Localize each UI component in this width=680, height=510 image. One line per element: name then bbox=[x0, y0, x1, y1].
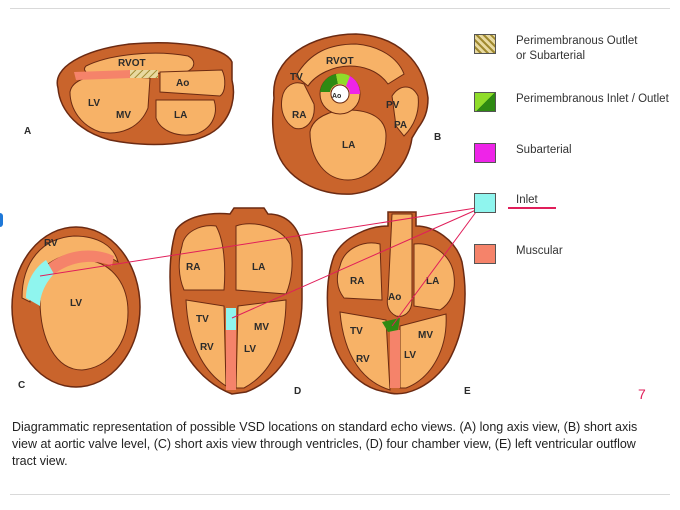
panel-e-rv-label: RV bbox=[356, 354, 370, 365]
legend-swatch-subarterial bbox=[474, 143, 496, 163]
panel-e-ra bbox=[336, 242, 383, 301]
panel-d: D RA LA TV MV RV LV bbox=[169, 207, 303, 397]
panel-d-mv-label: MV bbox=[254, 322, 269, 333]
panel-b-inlet-outlet-vsd-light bbox=[336, 73, 350, 86]
panel-b-letter: B bbox=[434, 132, 441, 143]
panel-e-la bbox=[413, 243, 455, 311]
panel-d-tv-label: TV bbox=[196, 314, 209, 325]
panel-b-la-label: LA bbox=[342, 140, 355, 151]
panel-b-inlet-outlet-vsd bbox=[320, 74, 338, 92]
panel-e-letter: E bbox=[464, 386, 471, 397]
legend-item-subarterial: Subarterial bbox=[474, 143, 572, 163]
panel-d-rv-label: RV bbox=[200, 342, 214, 353]
panel-b-rvot-label: RVOT bbox=[326, 56, 354, 67]
panel-a-muscular-vsd bbox=[74, 70, 130, 80]
panel-e-lv-label: LV bbox=[404, 350, 416, 361]
panel-b-ao-label: Ao bbox=[332, 93, 341, 100]
panel-e-ra-label: RA bbox=[350, 276, 364, 287]
panel-e-mv-label: MV bbox=[418, 330, 433, 341]
top-rule bbox=[10, 8, 670, 9]
panel-d-inlet-vsd bbox=[226, 308, 236, 330]
legend-item-perimembranous-inlet-outlet: Perimembranous Inlet / Outlet bbox=[474, 92, 669, 112]
panel-b-pa-label: PA bbox=[394, 120, 407, 131]
panel-c-letter: C bbox=[18, 380, 25, 391]
legend-swatch-muscular bbox=[474, 244, 496, 264]
legend-label-inlet: Inlet bbox=[516, 194, 538, 206]
legend-swatch-hatched bbox=[474, 34, 496, 54]
figure-caption: Diagrammatic representation of possible … bbox=[12, 420, 638, 468]
panel-a-la bbox=[155, 99, 216, 136]
panel-e-la-label: LA bbox=[426, 276, 439, 287]
panel-e-lv bbox=[399, 313, 447, 389]
panel-b-tv-label: TV bbox=[290, 72, 303, 83]
panel-a: A RVOT Ao LV MV LA bbox=[24, 42, 235, 146]
panel-b-ra bbox=[281, 82, 315, 130]
panel-d-ra bbox=[178, 225, 226, 291]
legend-swatch-inlet bbox=[474, 193, 496, 213]
legend-label-perimembranous-outlet: Perimembranous Outlet or Subarterial bbox=[516, 35, 638, 62]
bottom-rule bbox=[10, 494, 670, 495]
panel-a-letter: A bbox=[24, 126, 31, 137]
vsd-diagram: A RVOT Ao LV MV LA B RVOT TV RA Ao LA PV… bbox=[11, 33, 556, 397]
panel-c-inlet-vsd bbox=[26, 260, 54, 306]
panel-e-ao bbox=[386, 213, 413, 317]
legend-item-perimembranous-outlet: Perimembranous Outlet or Subarterial bbox=[474, 34, 637, 64]
pointer-line-to-e bbox=[391, 211, 477, 327]
legend-item-muscular: Muscular bbox=[474, 244, 563, 264]
legend-label-muscular: Muscular bbox=[516, 245, 563, 257]
panel-a-ao bbox=[159, 69, 226, 97]
panel-d-lv-label: LV bbox=[244, 344, 256, 355]
pointer-line-to-d bbox=[231, 209, 477, 319]
panel-d-la-label: LA bbox=[252, 262, 265, 273]
panel-e-muscular-vsd bbox=[390, 330, 400, 388]
panel-c-muscular-vsd bbox=[46, 250, 114, 276]
panel-e: E RA LA Ao TV MV RV LV bbox=[326, 211, 471, 397]
legend-label-subarterial: Subarterial bbox=[516, 144, 572, 156]
page-number: 7 bbox=[638, 386, 646, 402]
legend-swatch-split bbox=[474, 92, 496, 112]
panel-d-ra-label: RA bbox=[186, 262, 200, 273]
panel-d-lv bbox=[235, 299, 287, 389]
panel-d-muscular-vsd bbox=[226, 330, 236, 390]
panel-b: B RVOT TV RA Ao LA PV PA bbox=[271, 33, 441, 195]
legend-label-perimembranous-inlet-outlet: Perimembranous Inlet / Outlet bbox=[516, 93, 669, 105]
inlet-pointer-lines bbox=[39, 207, 477, 327]
panel-b-ra-label: RA bbox=[292, 110, 306, 121]
panel-b-subarterial-vsd bbox=[346, 76, 361, 94]
legend-item-inlet: Inlet bbox=[474, 193, 538, 213]
panel-c-rv-label: RV bbox=[44, 238, 58, 249]
panel-b-rvot bbox=[295, 43, 405, 87]
panel-c: C RV LV bbox=[11, 226, 141, 391]
panel-a-la-label: LA bbox=[174, 110, 187, 121]
panel-d-rv bbox=[185, 299, 227, 387]
panel-a-ao-label: Ao bbox=[176, 78, 189, 89]
panel-b-pv-label: PV bbox=[386, 100, 400, 111]
pointer-line-to-c bbox=[39, 207, 477, 277]
panel-e-tv-label: TV bbox=[350, 326, 363, 337]
panel-a-mv-label: MV bbox=[116, 110, 131, 121]
panel-d-la bbox=[235, 223, 293, 295]
panel-a-rvot-label: RVOT bbox=[118, 58, 146, 69]
edge-marker bbox=[0, 213, 3, 227]
panel-a-lv-label: LV bbox=[88, 98, 100, 109]
panel-a-outlet-vsd bbox=[130, 70, 158, 78]
panel-e-ao-label: Ao bbox=[388, 292, 401, 303]
panel-b-pa bbox=[391, 86, 419, 137]
panel-b-aorta bbox=[330, 84, 350, 104]
panel-e-rv bbox=[339, 311, 391, 391]
panel-d-letter: D bbox=[294, 386, 301, 397]
panel-c-lv-label: LV bbox=[70, 298, 82, 309]
